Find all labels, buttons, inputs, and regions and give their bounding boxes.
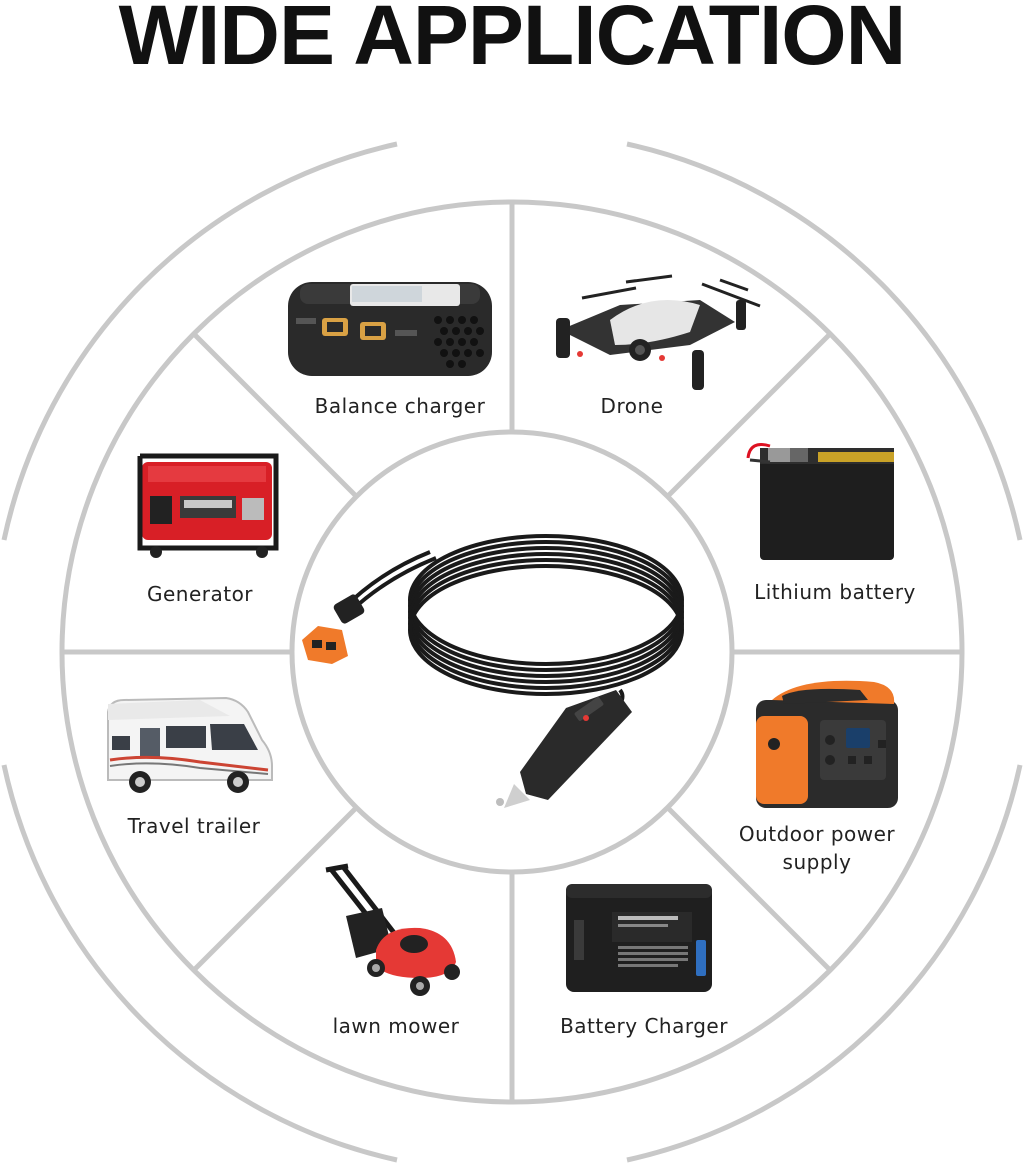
generator-icon (137, 453, 279, 558)
lawn-mower-icon (325, 863, 460, 996)
label-balance-charger: Balance charger (314, 394, 486, 418)
power-station-icon (756, 680, 898, 808)
ring-spokes (62, 202, 962, 1102)
car-charger-cable-icon (302, 534, 684, 808)
label-generator: Generator (146, 582, 254, 606)
camera-battery-icon (566, 884, 712, 992)
lithium-battery-icon (746, 443, 894, 560)
outer-ring (1, 141, 1023, 1163)
label-lawn-mower: lawn mower (332, 1014, 460, 1038)
label-drone: Drone (600, 394, 664, 418)
label-lithium-battery: Lithium battery (754, 580, 916, 604)
label-travel-trailer: Travel trailer (127, 814, 261, 838)
page-title: WIDE APPLICATION (118, 0, 907, 82)
drone-icon (556, 274, 761, 390)
label-battery-charger: Battery Charger (560, 1014, 728, 1038)
label-outdoor-power-supply: Outdoor power supply (738, 822, 896, 874)
rv-icon (107, 696, 273, 793)
balance-charger-icon (288, 282, 492, 376)
